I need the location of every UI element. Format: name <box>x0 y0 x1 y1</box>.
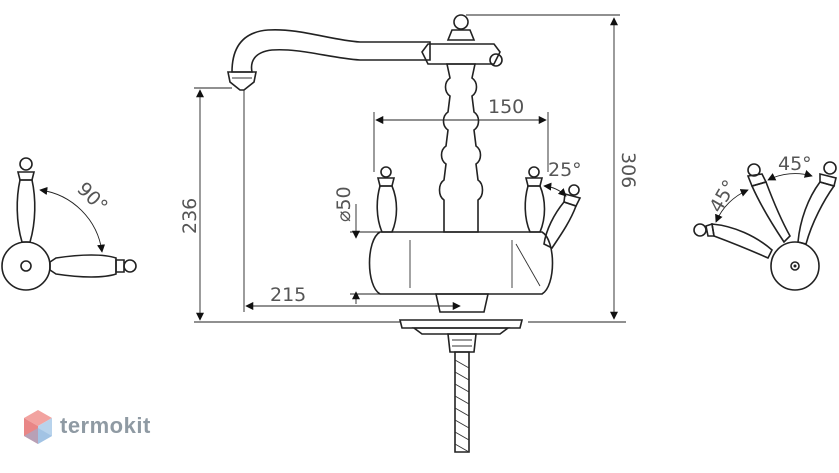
right-handle-tilted <box>543 184 582 250</box>
top-cap <box>421 43 501 65</box>
spout-nozzle <box>227 71 257 91</box>
right-angle-label-b: 45° <box>705 176 741 216</box>
threaded-shank <box>447 333 477 353</box>
mounting-plate <box>398 319 524 329</box>
top-finial <box>453 14 469 30</box>
left-side-view <box>1 157 137 291</box>
column <box>438 63 484 233</box>
logo-bottom-face <box>24 428 52 444</box>
dim-236-label: 236 <box>179 198 201 234</box>
dim-306-label: 306 <box>617 152 639 188</box>
termokit-logo-icon <box>24 410 52 444</box>
right-handle <box>524 166 546 233</box>
left-angle-label: 90° <box>72 178 111 217</box>
faucet-front-view <box>227 14 582 453</box>
dim-150-label: 150 <box>488 96 524 118</box>
spout-outline <box>231 28 431 73</box>
dim-25-label: 25° <box>548 159 582 181</box>
right-angle-label-a: 45° <box>778 153 812 175</box>
base-body <box>368 231 554 295</box>
dim-50-label: ⌀50 <box>333 186 355 222</box>
dim-215-label: 215 <box>270 284 306 306</box>
dimension-lines <box>194 14 626 323</box>
brand-name: termokit <box>60 413 151 438</box>
right-side-view <box>693 161 837 291</box>
left-handle <box>376 166 398 233</box>
